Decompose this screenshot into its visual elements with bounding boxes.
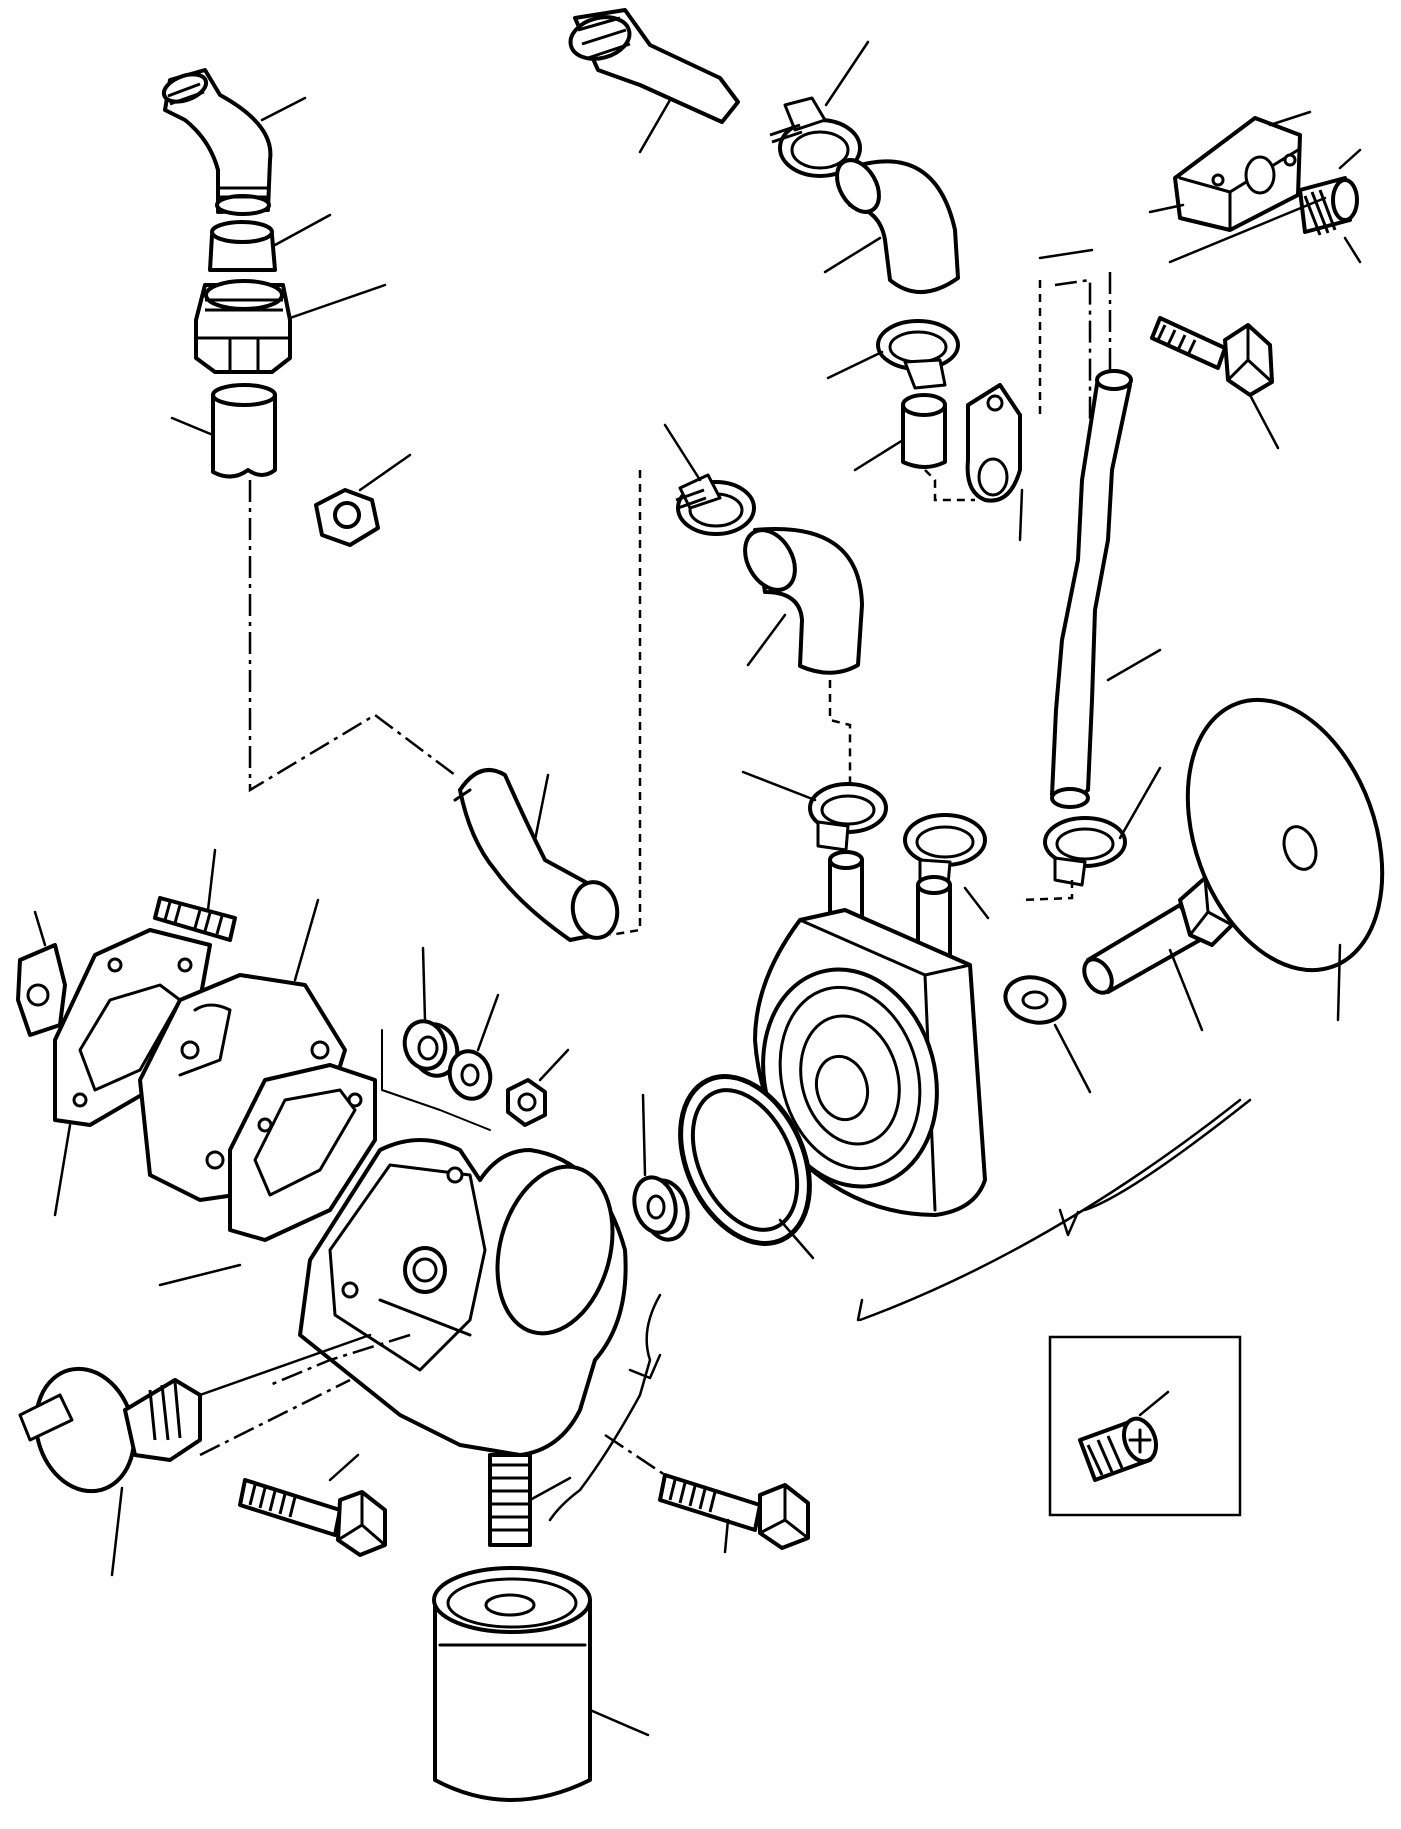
o-ring — [678, 1074, 815, 1260]
connector-pipe — [568, 8, 740, 154]
oil-filter — [432, 1566, 650, 1802]
sealing-disc — [1185, 697, 1385, 1022]
straight-adapter — [208, 213, 332, 272]
hex-nut — [402, 946, 460, 1078]
hex-bolt — [1082, 876, 1234, 1032]
hose-clamp — [826, 319, 960, 390]
hose-clamp — [1043, 766, 1162, 887]
coolant-tube — [1050, 369, 1162, 809]
mounting-bracket — [1148, 110, 1312, 232]
hex-nut — [506, 1048, 570, 1127]
oil-cooler — [753, 850, 987, 1217]
hex-bolt — [1150, 316, 1280, 450]
flange-bolt — [658, 1473, 810, 1554]
spacer — [632, 1093, 690, 1242]
hose-clamp — [663, 423, 756, 536]
detail-plug — [1048, 1335, 1242, 1517]
stud — [153, 848, 237, 942]
washer — [447, 993, 500, 1101]
elbow-hose — [743, 527, 864, 675]
short-tube — [170, 383, 277, 479]
short-tube — [853, 393, 947, 472]
hose-clamp — [741, 770, 888, 852]
washer — [1003, 975, 1092, 1094]
filter-head — [298, 1138, 628, 1457]
flange-bolt — [238, 1453, 387, 1557]
hex-nut — [16, 910, 67, 1037]
hose-clamp — [769, 40, 870, 178]
plug-screw — [1298, 148, 1362, 264]
elbow-fitting — [161, 68, 307, 216]
connector-nut — [194, 279, 387, 374]
hex-nut — [314, 453, 412, 547]
gasket — [158, 1063, 377, 1287]
oil-pressure-switch — [18, 1333, 372, 1577]
elbow-hose — [453, 768, 620, 942]
threaded-nipple — [488, 1453, 572, 1547]
p-clip — [965, 383, 1024, 542]
elbow-hose — [823, 158, 960, 294]
